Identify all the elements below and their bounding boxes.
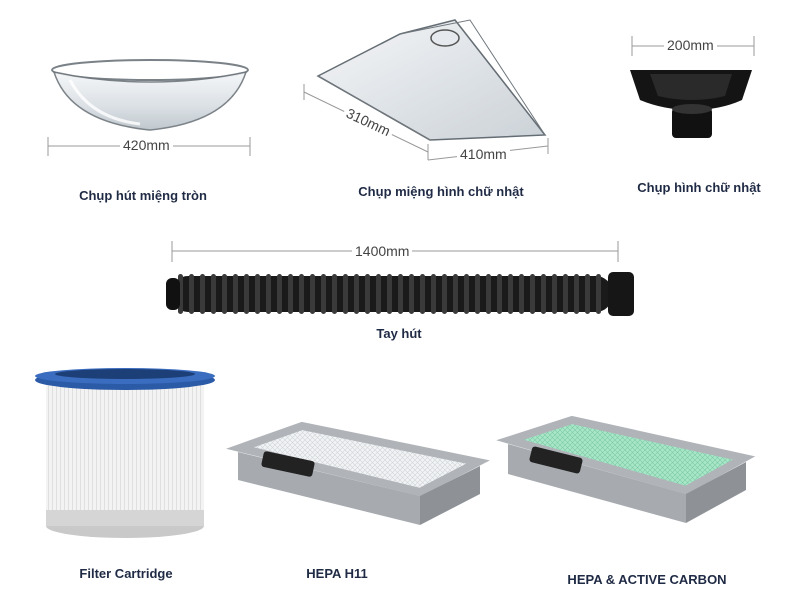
filter-cartridge-caption: Filter Cartridge [79, 566, 173, 581]
round-hood-dimension: 420mm [120, 137, 173, 153]
rect-hood-width-dimension: 410mm [457, 146, 510, 162]
round-hood-caption: Chụp hút miệng tròn [79, 188, 207, 203]
hepa-carbon-caption: HEPA & ACTIVE CARBON [567, 572, 727, 587]
arm-caption: Tay hút [376, 326, 422, 341]
small-rect-hood-caption: Chụp hình chữ nhật [637, 180, 761, 195]
rect-hood-caption: Chụp miệng hình chữ nhật [358, 184, 524, 199]
hepa-h11-caption: HEPA H11 [306, 566, 368, 581]
arm-dimension: 1400mm [352, 243, 413, 259]
small-rect-hood-dimension: 200mm [664, 37, 717, 53]
